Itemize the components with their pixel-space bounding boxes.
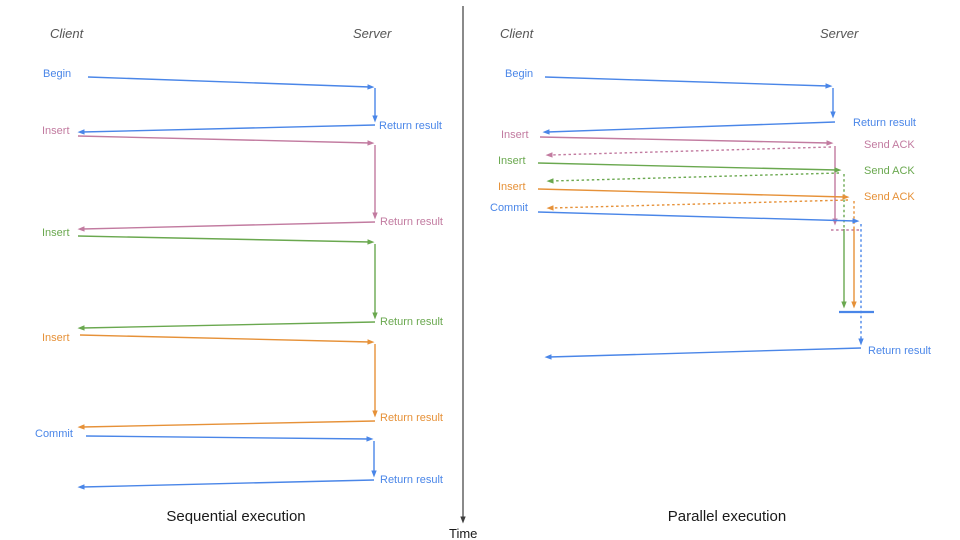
left-insert-processing-3-arrowhead — [372, 410, 378, 418]
left-insert-request-3-arrowhead — [367, 339, 375, 345]
left-return-line-4 — [81, 420, 376, 428]
right-commit-label: Commit — [490, 202, 528, 214]
right-ack-line-2 — [550, 172, 840, 182]
right-panel-title: Parallel execution — [668, 508, 786, 525]
right-insert-label-1: Insert — [501, 129, 529, 141]
right-ack-line-3 — [550, 199, 849, 209]
left-return-line-3 — [81, 321, 376, 329]
left-return-result-1: Return result — [379, 120, 442, 132]
right-return-result-bottom: Return result — [868, 345, 931, 357]
left-insert-request-3 — [79, 334, 371, 343]
right-begin-request — [544, 76, 829, 87]
right-insert-request-1 — [539, 136, 830, 144]
left-insert-request-2 — [77, 235, 371, 243]
left-insert-request-1-arrowhead — [367, 140, 375, 146]
left-return-result-4: Return result — [380, 412, 443, 424]
right-insert-request-2-arrowhead — [834, 167, 842, 173]
right-client-header: Client — [500, 26, 535, 41]
right-insert-processing-1-arrowhead — [832, 218, 838, 226]
right-send-ack-1: Send ACK — [864, 139, 915, 151]
right-begin-processing-arrowhead — [830, 111, 836, 119]
right-insert-request-2 — [537, 162, 838, 171]
left-return-line-4-arrowhead — [77, 424, 85, 430]
left-return-line-2 — [81, 221, 376, 230]
left-insert-request-2-arrowhead — [367, 239, 375, 245]
left-insert-processing-1-arrowhead — [372, 212, 378, 220]
right-ack-line-1 — [549, 146, 832, 156]
right-insert-processing-2-arrowhead — [841, 301, 847, 309]
left-server-header: Server — [353, 26, 392, 41]
left-client-header: Client — [50, 26, 85, 41]
right-insert-request-1-arrowhead — [826, 140, 834, 146]
right-ack-line-3-arrowhead — [546, 205, 554, 211]
left-insert-label-1: Insert — [42, 125, 70, 137]
right-return-line-bottom — [548, 347, 862, 358]
right-send-ack-3: Send ACK — [864, 191, 915, 203]
left-return-line-5 — [81, 479, 375, 488]
right-insert-label-3: Insert — [498, 181, 526, 193]
right-return-line-bottom-arrowhead — [544, 354, 552, 360]
right-insert-request-3-arrowhead — [842, 194, 850, 200]
left-return-line-1-arrowhead — [77, 129, 85, 135]
left-commit-processing-arrowhead — [371, 470, 377, 478]
right-commit-request-arrowhead — [852, 218, 860, 224]
right-insert-request-3 — [537, 188, 846, 198]
left-commit-label: Commit — [35, 428, 73, 440]
left-return-line-3-arrowhead — [77, 325, 85, 331]
left-return-line-1 — [81, 124, 376, 133]
left-begin-request-arrowhead — [367, 84, 375, 90]
right-ack-line-2-arrowhead — [546, 178, 554, 184]
right-commit-request — [537, 211, 856, 222]
time-axis-arrowhead — [460, 516, 466, 524]
left-begin-request — [87, 76, 371, 88]
left-return-result-3: Return result — [380, 316, 443, 328]
left-begin-processing-arrowhead — [372, 115, 378, 123]
left-return-result-2: Return result — [380, 216, 443, 228]
right-send-ack-2: Send ACK — [864, 165, 915, 177]
right-return-line-top-arrowhead — [542, 129, 550, 135]
right-insert-label-2: Insert — [498, 155, 526, 167]
left-insert-label-3: Insert — [42, 332, 70, 344]
left-insert-label-2: Insert — [42, 227, 70, 239]
left-return-result-5: Return result — [380, 474, 443, 486]
right-commit-waiting-arrowhead — [858, 338, 864, 346]
right-ack-line-1-arrowhead — [545, 152, 553, 158]
right-insert-processing-3-arrowhead — [851, 301, 857, 309]
left-insert-processing-2-arrowhead — [372, 312, 378, 320]
left-commit-request — [85, 435, 370, 440]
left-return-line-2-arrowhead — [77, 226, 85, 232]
left-begin-label: Begin — [43, 68, 71, 80]
right-return-line-top — [546, 121, 836, 133]
left-return-line-5-arrowhead — [77, 484, 85, 490]
time-axis-label: Time — [449, 526, 477, 540]
right-return-result-top: Return result — [853, 117, 916, 129]
left-insert-request-1 — [77, 135, 371, 144]
left-commit-request-arrowhead — [366, 436, 374, 442]
right-server-header: Server — [820, 26, 859, 41]
left-panel-title: Sequential execution — [166, 508, 305, 525]
right-begin-label: Begin — [505, 68, 533, 80]
right-begin-request-arrowhead — [825, 83, 833, 89]
